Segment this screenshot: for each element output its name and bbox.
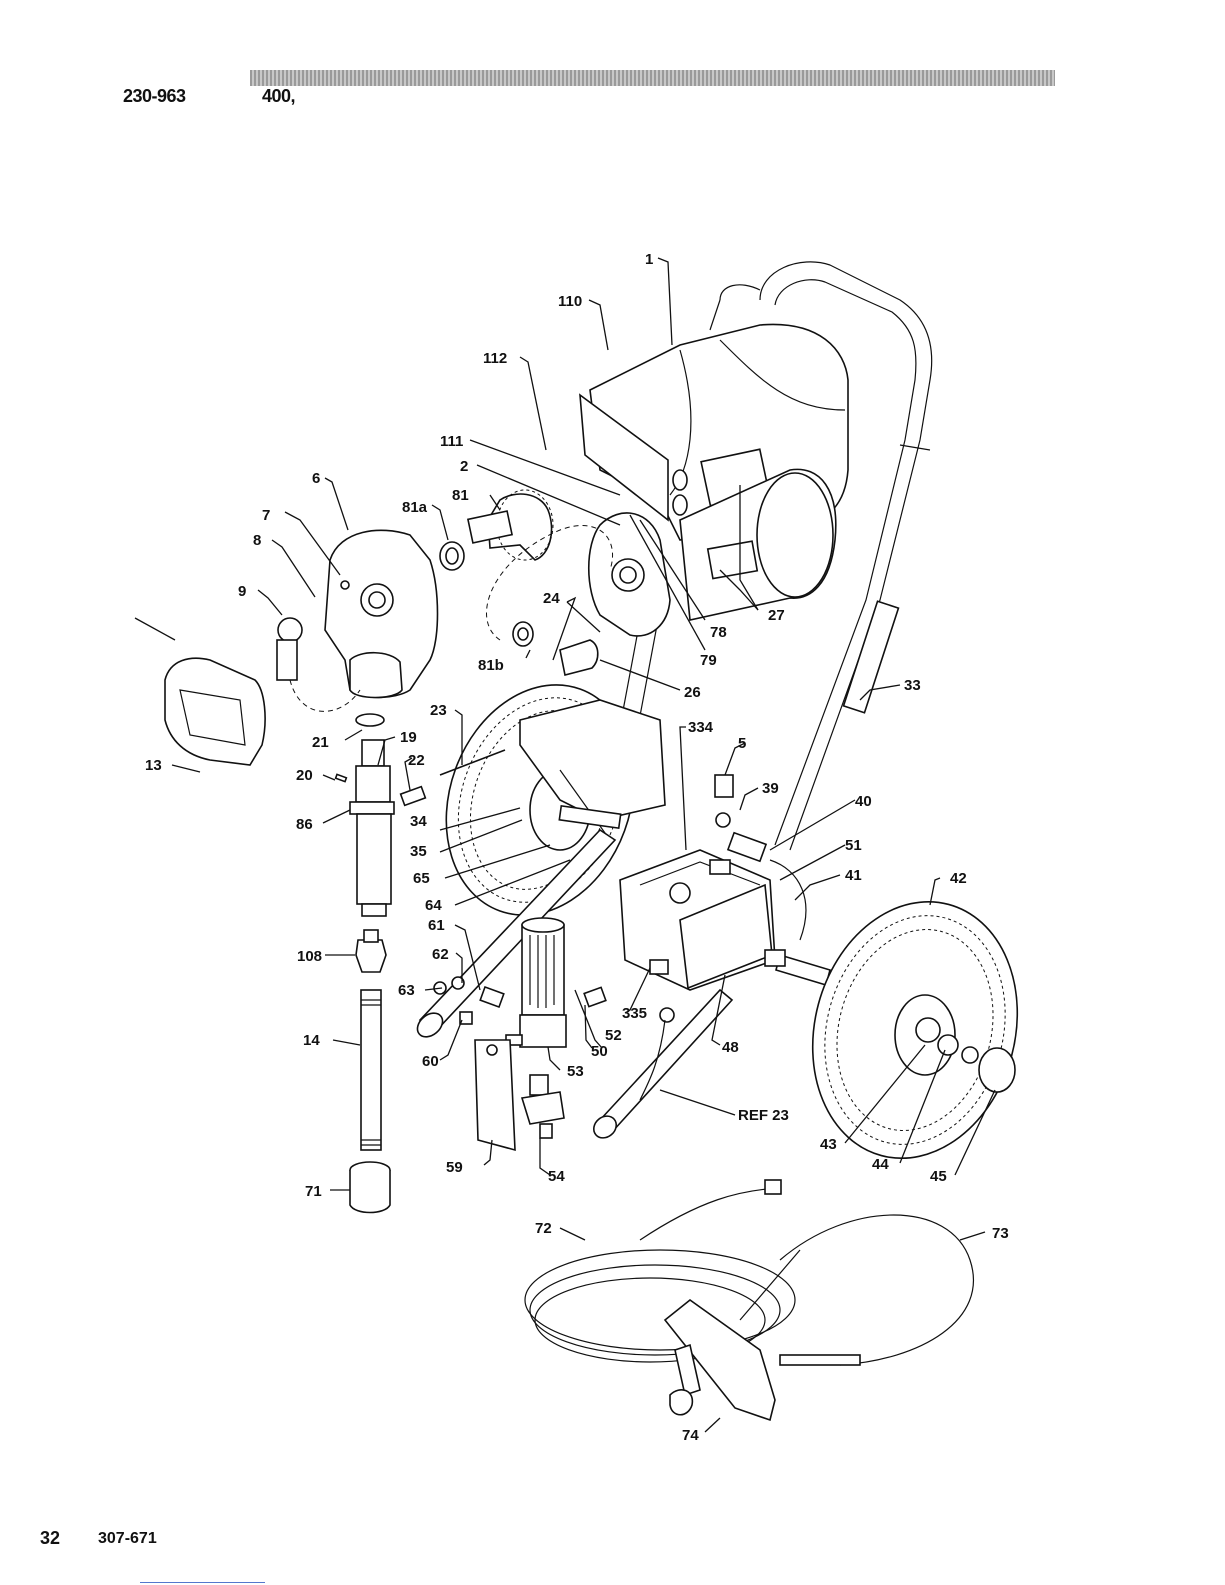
- callout-1: 1: [645, 251, 653, 268]
- callout-23: 23: [430, 702, 447, 719]
- callout-51: 51: [845, 837, 862, 854]
- callout-45: 45: [930, 1168, 947, 1185]
- callout-61: 61: [428, 917, 445, 934]
- drain-valve-and-tag: [475, 1040, 564, 1150]
- callout-7: 7: [262, 507, 270, 524]
- callout-74: 74: [682, 1427, 699, 1444]
- callout-81a: 81a: [402, 499, 428, 516]
- callout-33: 33: [904, 677, 921, 694]
- callout-60: 60: [422, 1053, 439, 1070]
- callout-13: 13: [145, 757, 162, 774]
- pressure-control-box: [620, 850, 775, 990]
- callout-81b: 81b: [478, 657, 504, 674]
- callout-72: 72: [535, 1220, 552, 1237]
- callout-21: 21: [312, 734, 329, 751]
- callout-27: 27: [768, 607, 785, 624]
- footer-link-underline: [140, 1582, 265, 1583]
- suction-tube-parts: [350, 930, 390, 1213]
- callout-65: 65: [413, 870, 430, 887]
- callout-59: 59: [446, 1159, 463, 1176]
- callout-71: 71: [305, 1183, 322, 1200]
- callout-2: 2: [460, 458, 468, 475]
- callout-40: 40: [855, 793, 872, 810]
- callout-335: 335: [622, 1005, 647, 1022]
- callout-110: 110: [558, 293, 582, 310]
- callout-22: 22: [408, 752, 425, 769]
- callout-108: 108: [297, 948, 322, 965]
- page-number: 32: [40, 1528, 60, 1549]
- callout-34: 34: [410, 813, 427, 830]
- callout-334: 334: [688, 719, 714, 736]
- callout-79: 79: [700, 652, 717, 669]
- callout-42: 42: [950, 870, 967, 887]
- callout-6: 6: [312, 470, 320, 487]
- callout-14: 14: [303, 1032, 320, 1049]
- pump-front-cover: [325, 530, 438, 697]
- callout-73: 73: [992, 1225, 1009, 1242]
- callout-64: 64: [425, 897, 442, 914]
- callout-112: 112: [483, 350, 507, 367]
- callout-26: 26: [684, 684, 701, 701]
- callout-44: 44: [872, 1156, 889, 1173]
- gears: [440, 490, 613, 675]
- callout-50: 50: [591, 1043, 608, 1060]
- callout-19: 19: [400, 729, 417, 746]
- callout-78: 78: [710, 624, 727, 641]
- callout-5: 5: [738, 735, 746, 752]
- callout-86: 86: [296, 816, 313, 833]
- callout-39: 39: [762, 780, 779, 797]
- callout-41: 41: [845, 867, 862, 884]
- callout-35: 35: [410, 843, 427, 860]
- callout-81: 81: [452, 487, 469, 504]
- manual-number: 307-671: [98, 1530, 157, 1548]
- callout-63: 63: [398, 982, 415, 999]
- hose-and-gun: [525, 1180, 973, 1420]
- callout-9: 9: [238, 583, 246, 600]
- callout-54: 54: [548, 1168, 565, 1185]
- callout-111: 111: [440, 433, 463, 450]
- callout-53: 53: [567, 1063, 584, 1080]
- cover-plate: [165, 658, 265, 765]
- callout-52: 52: [605, 1027, 622, 1044]
- callout-43: 43: [820, 1136, 837, 1153]
- callout-24: 24: [543, 590, 560, 607]
- callout-48: 48: [722, 1039, 739, 1056]
- callout-8: 8: [253, 532, 261, 549]
- callout-ref23: REF 23: [738, 1107, 789, 1124]
- callout-20: 20: [296, 767, 313, 784]
- callout-62: 62: [432, 946, 449, 963]
